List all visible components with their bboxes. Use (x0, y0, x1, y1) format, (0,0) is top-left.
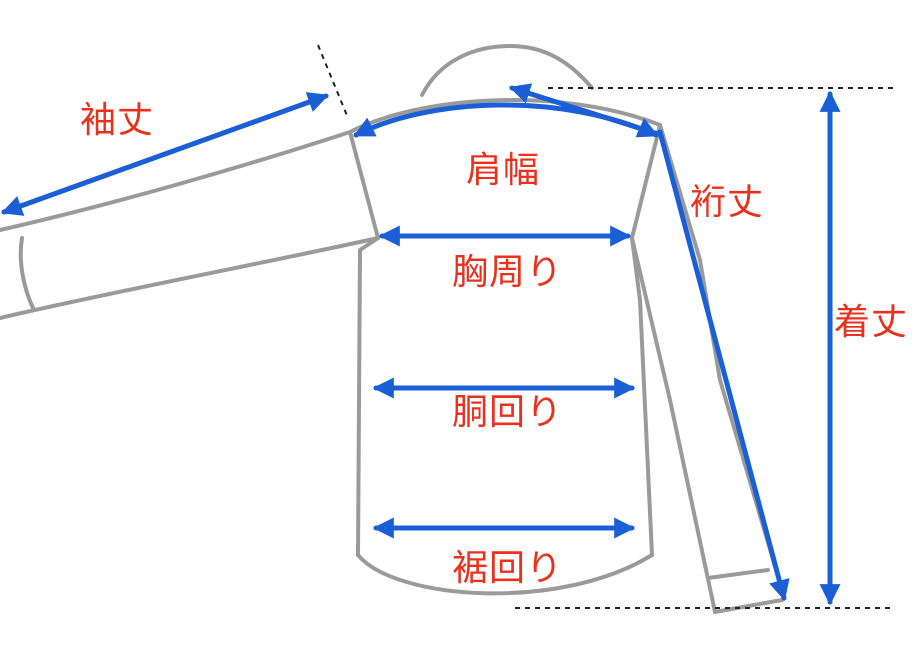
yuki-length-arrow-upper (508, 83, 661, 137)
sleeve-length-label: 袖丈 (80, 100, 154, 141)
sleeve-length-arrow (1, 92, 329, 216)
measurement-arrows (1, 83, 841, 606)
shoulder-width-label: 肩幅 (466, 150, 540, 191)
body-right-side (630, 123, 662, 557)
measurement-labels: 袖丈 肩幅 裄丈 胸周り 着丈 胴回り 裾回り (80, 100, 908, 589)
guide-lines (317, 44, 895, 609)
collar (420, 44, 594, 97)
yuki-length-label: 裄丈 (690, 182, 764, 223)
left-sleeve-bottom (0, 236, 380, 320)
body-hem (356, 553, 654, 596)
body-left-side (348, 130, 380, 557)
waist-label: 胴回り (452, 392, 563, 433)
right-sleeve-cuff (706, 568, 784, 614)
body-length-label: 着丈 (834, 302, 908, 343)
yuki-length-arrow-lower (657, 129, 790, 602)
hem-label: 裾回り (452, 548, 563, 589)
left-sleeve-top (0, 130, 352, 232)
shoulder-guide (317, 44, 349, 119)
right-sleeve-inner (630, 236, 717, 614)
chest-label: 胸周り (452, 252, 563, 293)
left-sleeve-cuff (18, 236, 36, 312)
